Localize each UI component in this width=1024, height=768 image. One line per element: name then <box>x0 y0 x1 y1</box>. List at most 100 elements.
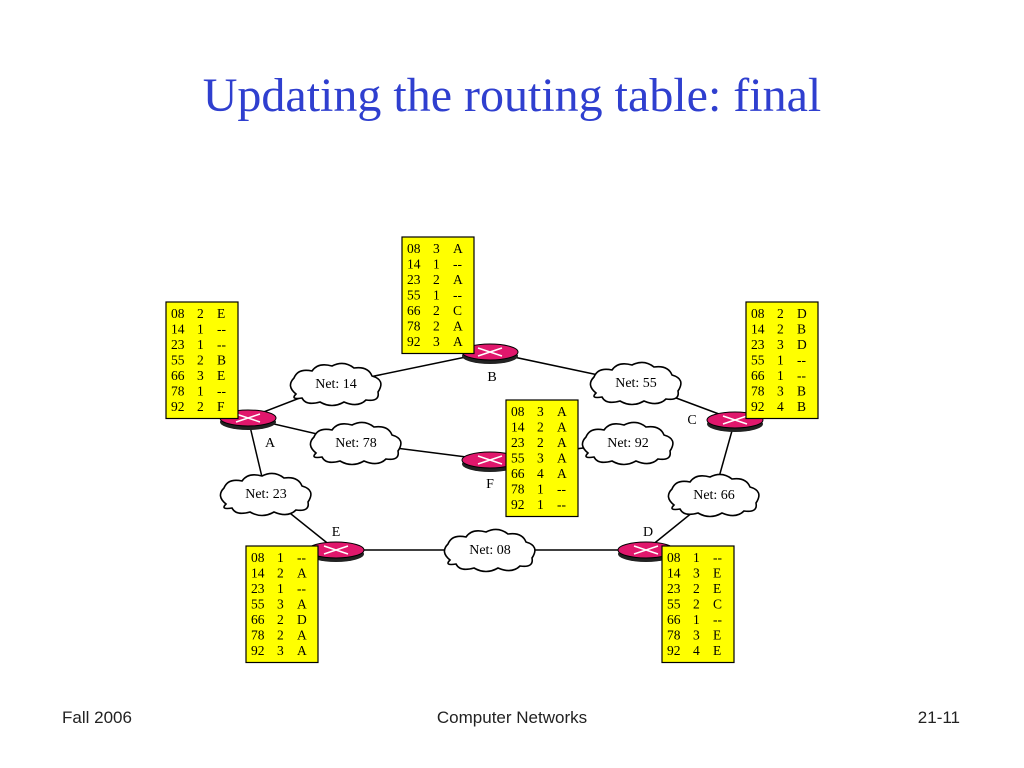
table-cell-net: 14 <box>251 566 265 581</box>
table-cell-net: 14 <box>751 322 765 337</box>
table-cell-next: D <box>797 306 807 321</box>
table-cell-next: A <box>557 420 567 435</box>
table-cell-hops: 3 <box>777 337 784 352</box>
table-cell-net: 55 <box>511 451 525 466</box>
net-cloud-55: Net: 55 <box>589 361 682 406</box>
table-cell-hops: 1 <box>777 368 784 383</box>
net-label-14: Net: 14 <box>315 377 357 392</box>
table-cell-hops: 2 <box>693 597 700 612</box>
router-e: E <box>307 525 365 562</box>
table-cell-hops: 2 <box>277 612 284 627</box>
table-cell-hops: 3 <box>693 628 700 643</box>
table-cell-next: -- <box>713 550 722 565</box>
table-cell-next: -- <box>713 612 722 627</box>
table-cell-next: -- <box>557 482 566 497</box>
table-cell-next: A <box>453 319 463 334</box>
table-cell-next: -- <box>297 581 306 596</box>
table-cell-net: 66 <box>511 466 525 481</box>
table-cell-net: 55 <box>171 353 185 368</box>
table-cell-hops: 2 <box>197 306 204 321</box>
router-label-d: D <box>643 525 653 540</box>
table-cell-hops: 1 <box>197 337 204 352</box>
table-cell-hops: 1 <box>277 581 284 596</box>
table-cell-next: B <box>217 353 226 368</box>
table-cell-hops: 1 <box>433 257 440 272</box>
table-cell-hops: 1 <box>433 288 440 303</box>
table-cell-next: A <box>297 566 307 581</box>
table-cell-hops: 1 <box>277 550 284 565</box>
table-cell-hops: 3 <box>433 241 440 256</box>
table-cell-next: -- <box>453 288 462 303</box>
router-label-c: C <box>687 413 696 428</box>
table-cell-hops: 3 <box>433 334 440 349</box>
table-cell-net: 23 <box>251 581 265 596</box>
table-cell-next: C <box>453 303 462 318</box>
table-cell-net: 66 <box>751 368 765 383</box>
table-cell-hops: 4 <box>693 643 700 658</box>
table-cell-hops: 2 <box>433 303 440 318</box>
routing-table-bg <box>401 236 475 355</box>
router-label-f: F <box>486 477 494 492</box>
table-cell-hops: 1 <box>693 550 700 565</box>
table-cell-hops: 1 <box>693 612 700 627</box>
table-cell-next: A <box>453 334 463 349</box>
table-cell-hops: 3 <box>693 566 700 581</box>
table-cell-next: -- <box>797 353 806 368</box>
table-cell-hops: 1 <box>777 353 784 368</box>
table-cell-next: A <box>557 466 567 481</box>
table-cell-net: 14 <box>511 420 525 435</box>
table-cell-net: 66 <box>667 612 681 627</box>
table-cell-net: 78 <box>751 384 765 399</box>
table-cell-hops: 2 <box>777 306 784 321</box>
table-cell-hops: 2 <box>277 628 284 643</box>
table-cell-hops: 2 <box>537 435 544 450</box>
table-cell-hops: 3 <box>777 384 784 399</box>
net-label-08: Net: 08 <box>469 543 511 558</box>
table-cell-next: E <box>217 368 225 383</box>
table-cell-hops: 2 <box>693 581 700 596</box>
table-cell-net: 55 <box>407 288 421 303</box>
routing-table-bg <box>165 301 239 420</box>
net-cloud-14: Net: 14 <box>289 362 382 407</box>
table-cell-hops: 1 <box>537 482 544 497</box>
table-cell-net: 92 <box>407 334 421 349</box>
routing-table-bg <box>245 545 319 664</box>
footer-slide-number: 21-11 <box>917 708 960 727</box>
table-cell-hops: 3 <box>277 643 284 658</box>
router-label-a: A <box>265 436 276 451</box>
table-cell-hops: 2 <box>197 353 204 368</box>
net-cloud-23: Net: 23 <box>219 472 312 517</box>
table-cell-net: 92 <box>751 399 765 414</box>
table-cell-net: 78 <box>407 319 421 334</box>
footer-course: Computer Networks <box>436 708 588 727</box>
table-cell-net: 92 <box>667 643 681 658</box>
table-cell-net: 78 <box>171 384 185 399</box>
table-cell-hops: 2 <box>433 319 440 334</box>
table-cell-hops: 1 <box>197 384 204 399</box>
net-cloud-92: Net: 92 <box>581 421 674 466</box>
table-cell-net: 66 <box>171 368 185 383</box>
table-cell-hops: 1 <box>537 497 544 512</box>
table-cell-next: -- <box>797 368 806 383</box>
net-cloud-78: Net: 78 <box>309 421 402 466</box>
table-cell-net: 14 <box>667 566 681 581</box>
table-cell-hops: 2 <box>433 272 440 287</box>
table-cell-hops: 3 <box>537 404 544 419</box>
table-cell-net: 08 <box>511 404 525 419</box>
table-cell-hops: 3 <box>277 597 284 612</box>
table-cell-next: A <box>453 272 463 287</box>
net-label-78: Net: 78 <box>335 436 377 451</box>
slide-title: Updating the routing table: final <box>202 69 822 122</box>
table-cell-hops: 3 <box>197 368 204 383</box>
table-cell-net: 08 <box>667 550 681 565</box>
table-cell-net: 66 <box>251 612 265 627</box>
table-cell-next: E <box>217 306 225 321</box>
table-cell-next: E <box>713 566 721 581</box>
net-label-23: Net: 23 <box>245 487 287 502</box>
table-cell-next: B <box>797 399 806 414</box>
table-cell-net: 08 <box>171 306 185 321</box>
table-cell-net: 78 <box>667 628 681 643</box>
